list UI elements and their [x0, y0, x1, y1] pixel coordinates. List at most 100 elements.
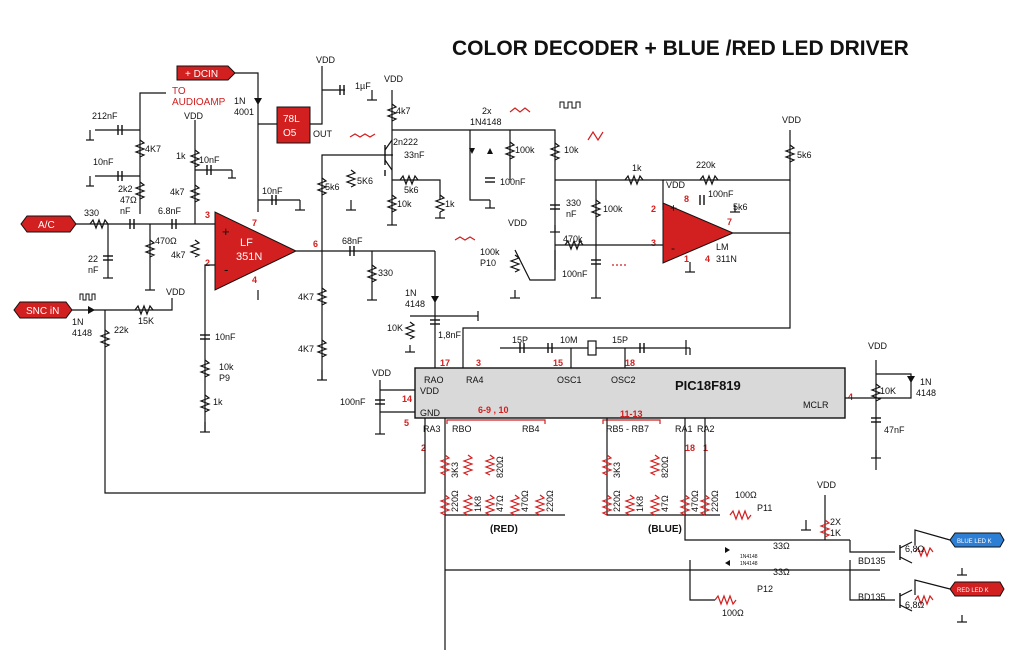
- diagram-title: COLOR DECODER + BLUE /RED LED DRIVER: [452, 37, 909, 60]
- res-470-ra1: 470Ω: [690, 490, 700, 512]
- regulator-line2: O5: [283, 128, 297, 139]
- blue-group-label: (BLUE): [648, 524, 682, 535]
- diode-2x-line1: 2x: [482, 106, 492, 116]
- diode-mclr-line2: 4148: [916, 388, 936, 398]
- pot-p10-name: P10: [480, 258, 496, 268]
- res-5k6-c: 5k6: [404, 185, 419, 195]
- cap-33nf: 33nF: [404, 150, 425, 160]
- cap-1n8: 1,8nF: [438, 330, 462, 340]
- opamp-pin-plus: 3: [205, 210, 210, 220]
- pin-rb4-label: RB4: [522, 424, 540, 434]
- signal-decorations: [79, 101, 628, 301]
- cap-100nf-b: 100nF: [708, 189, 734, 199]
- opamp-plus-sign: +: [222, 224, 230, 239]
- res-3k3-red: 3K3: [450, 462, 460, 478]
- ladder-resistors: [439, 454, 934, 606]
- res-22k: 22k: [114, 325, 129, 335]
- res-4k7-a: 4K7: [145, 144, 161, 154]
- pin-vdd-label: VDD: [420, 386, 440, 396]
- res-5k6-a: 5k6: [325, 182, 340, 192]
- pin-ra1-label: RA1: [675, 424, 693, 434]
- res-5k6-e: 5k6: [797, 150, 812, 160]
- ground-symbols: [86, 90, 967, 623]
- res-220-ra2: 220Ω: [710, 490, 720, 512]
- res-47: 47Ω: [120, 195, 137, 205]
- diode-snc-line2: 4148: [72, 328, 92, 338]
- diode-mclr-line1: 1N: [920, 377, 932, 387]
- pin-number-ra4: 3: [476, 358, 481, 368]
- diode-1n4148-a-line1: 1N: [405, 288, 417, 298]
- res-330-a: 330: [84, 208, 99, 218]
- diode-small-1: 1N4148: [740, 554, 758, 560]
- res-1k-c: 1k: [632, 163, 642, 173]
- pin-number-osc1: 15: [553, 358, 563, 368]
- pot-p9-name: P9: [219, 373, 230, 383]
- vdd-label-9: VDD: [868, 341, 888, 351]
- res-5k6-b: 5K6: [357, 176, 373, 186]
- res-6r8-b: 6,8Ω: [905, 600, 925, 610]
- pin-number-ra0: 17: [440, 358, 450, 368]
- pic-chip-body: [414, 367, 846, 419]
- diode-snc-line1: 1N: [72, 317, 84, 327]
- red-led-label: RED LED K: [957, 588, 989, 594]
- res-470: 470Ω: [155, 236, 177, 246]
- regulator-78l05: [276, 106, 311, 144]
- res-5k6-d: 5k6: [733, 202, 748, 212]
- pot-p12-resistance: 100Ω: [722, 608, 744, 618]
- comparator-pin-8: 8: [684, 194, 689, 204]
- res-470-red: 470Ω: [520, 490, 530, 512]
- res-2k2: 2k2: [118, 184, 133, 194]
- cap-100nf-a: 100nF: [500, 177, 526, 187]
- res-33-b: 33Ω: [773, 567, 790, 577]
- res-4k7-e: 4K7: [298, 292, 314, 302]
- res-220-red-b: 220Ω: [545, 490, 555, 512]
- pot-p11-resistance: 100Ω: [735, 490, 757, 500]
- pot-p10-value: 100k: [480, 247, 500, 257]
- pin-osc1-label: OSC1: [557, 375, 582, 385]
- comparator-pin-1: 1: [684, 254, 689, 264]
- regulator-out-label: OUT: [313, 129, 333, 139]
- vdd-label-1: VDD: [316, 55, 336, 65]
- res-4k7-c: 4k7: [171, 250, 186, 260]
- res-33-a: 33Ω: [773, 541, 790, 551]
- res-4k7-d: 4k7: [396, 106, 411, 116]
- cap-10nf-a: 10nF: [93, 157, 114, 167]
- rb-high-bracket: [602, 419, 661, 424]
- cap-10nf-d: 10nF: [215, 332, 236, 342]
- diode-symbols: [88, 98, 915, 566]
- vdd-label-6: VDD: [666, 180, 686, 190]
- cap-330-nf: nF: [566, 209, 577, 219]
- diode-2x-line2: 1N4148: [470, 117, 502, 127]
- vdd-label-2: VDD: [384, 74, 404, 84]
- pin-gnd-label: GND: [420, 408, 441, 418]
- res-220k: 220k: [696, 160, 716, 170]
- transistor-bd135-b: BD135: [858, 592, 886, 602]
- vdd-label-4: VDD: [166, 287, 186, 297]
- ac-label: A/C: [38, 220, 55, 231]
- red-group-label: (RED): [490, 524, 518, 535]
- cap-68nf: 68nF: [342, 236, 363, 246]
- pin-number-ra1: 18: [685, 443, 695, 453]
- res-1k-b: 1k: [445, 199, 455, 209]
- res-4k7-b: 4k7: [170, 187, 185, 197]
- transistor-bd135-a: BD135: [858, 556, 886, 566]
- dcin-connector: [176, 65, 236, 81]
- pin-ra3-label: RA3: [423, 424, 441, 434]
- res-820-blue: 820Ω: [660, 456, 670, 478]
- pin-number-gnd: 5: [404, 418, 409, 428]
- cap-15p-b: 15P: [612, 335, 628, 345]
- pic-chip-label: PIC18F819: [675, 378, 741, 393]
- res-220-red-a: 220Ω: [450, 490, 460, 512]
- res-100k-a: 100k: [515, 145, 535, 155]
- diode-1n4001-line2: 4001: [234, 107, 254, 117]
- pot-p11-name: P11: [757, 503, 772, 513]
- snc-connector: [13, 301, 73, 319]
- pin-mclr-label: MCLR: [803, 400, 829, 410]
- to-audioamp-line1: TO: [172, 86, 186, 97]
- opamp-lf351n-line1: LF: [240, 237, 253, 249]
- res-10k-d: 10K: [880, 386, 896, 396]
- crystal-symbol: [587, 340, 597, 356]
- cap-47nf: 47nF: [884, 425, 905, 435]
- cap-6n8: 6.8nF: [158, 206, 182, 216]
